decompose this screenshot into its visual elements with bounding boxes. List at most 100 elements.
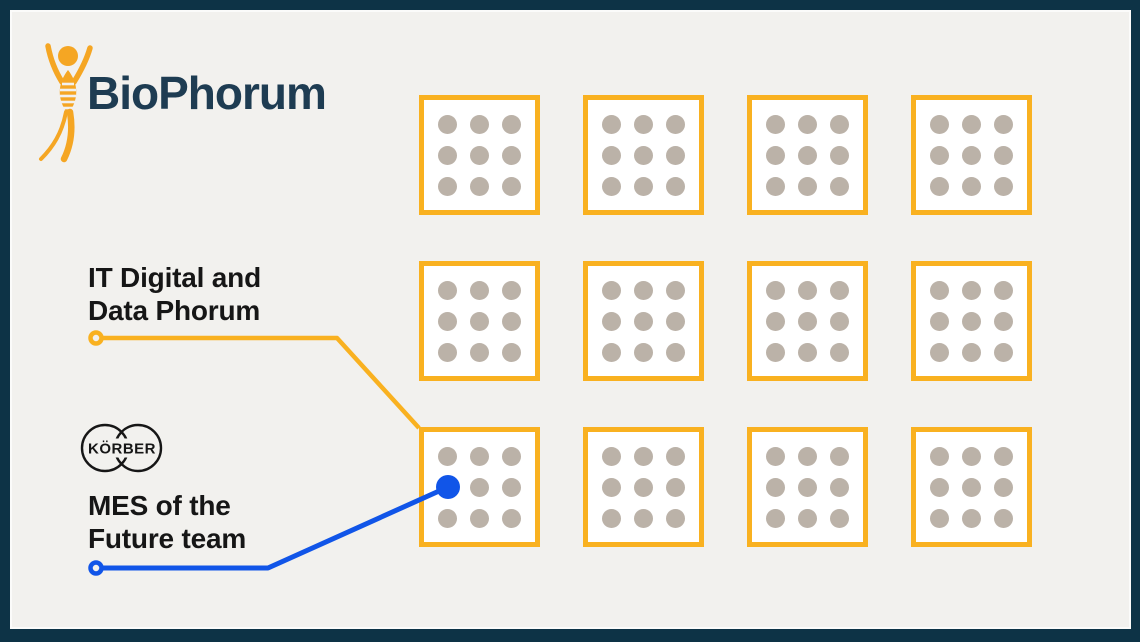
member-dot — [470, 176, 489, 196]
member-dot — [930, 311, 949, 331]
member-dot — [830, 477, 849, 497]
phorum-square — [747, 427, 868, 547]
callout-it-digital-line1: IT Digital and — [88, 262, 261, 293]
member-dot — [470, 114, 489, 134]
member-dot — [502, 176, 521, 196]
member-dot — [962, 311, 981, 331]
member-dot — [666, 446, 685, 466]
member-dot — [502, 477, 521, 497]
member-dot — [798, 114, 817, 134]
member-dot — [666, 280, 685, 300]
member-dot — [962, 342, 981, 362]
member-dot — [438, 508, 457, 528]
phorum-square — [747, 261, 868, 381]
phorum-square — [583, 261, 704, 381]
member-dot — [830, 176, 849, 196]
member-dot — [438, 176, 457, 196]
korber-infinity-icon: KÖRBER — [80, 423, 163, 473]
phorum-square — [747, 95, 868, 215]
member-dot — [798, 145, 817, 165]
member-dot — [930, 114, 949, 134]
member-dot — [438, 280, 457, 300]
member-dot — [438, 477, 457, 497]
member-dot — [502, 342, 521, 362]
member-dot — [602, 446, 621, 466]
member-dot — [766, 145, 785, 165]
member-dot — [962, 477, 981, 497]
phorum-square — [911, 261, 1032, 381]
member-dot — [470, 145, 489, 165]
member-dot — [930, 508, 949, 528]
member-dot — [470, 508, 489, 528]
member-dot — [602, 145, 621, 165]
member-dot — [634, 342, 653, 362]
member-dot — [634, 311, 653, 331]
member-dot — [766, 446, 785, 466]
member-dot — [994, 176, 1013, 196]
member-dot — [666, 311, 685, 331]
member-dot — [438, 145, 457, 165]
member-dot — [830, 446, 849, 466]
member-dot — [798, 342, 817, 362]
member-dot — [634, 477, 653, 497]
member-dot — [602, 508, 621, 528]
member-dot — [930, 446, 949, 466]
member-dot — [634, 145, 653, 165]
callout-mes-line1: MES of the — [88, 490, 231, 521]
member-dot — [602, 280, 621, 300]
member-dot — [830, 280, 849, 300]
member-dot — [962, 114, 981, 134]
member-dot — [994, 477, 1013, 497]
member-dot — [438, 114, 457, 134]
member-dot — [470, 446, 489, 466]
member-dot — [798, 508, 817, 528]
member-dot — [930, 342, 949, 362]
member-dot — [962, 508, 981, 528]
member-dot — [930, 280, 949, 300]
callout-mes: MES of the Future team — [88, 490, 246, 556]
member-dot — [666, 176, 685, 196]
member-dot — [470, 342, 489, 362]
brand-wordmark: BioPhorum — [87, 67, 327, 119]
member-dot — [666, 342, 685, 362]
member-dot — [502, 280, 521, 300]
member-dot — [666, 145, 685, 165]
member-dot — [962, 280, 981, 300]
member-dot — [962, 176, 981, 196]
member-dot — [962, 446, 981, 466]
member-dot — [830, 145, 849, 165]
phorum-square — [419, 427, 540, 547]
phorum-square — [911, 427, 1032, 547]
member-dot — [602, 477, 621, 497]
member-dot — [666, 114, 685, 134]
member-dot — [798, 280, 817, 300]
member-dot — [830, 311, 849, 331]
member-dot — [766, 176, 785, 196]
member-dot — [766, 342, 785, 362]
member-dot — [830, 114, 849, 134]
member-dot — [830, 342, 849, 362]
phorum-square — [583, 427, 704, 547]
member-dot — [438, 342, 457, 362]
member-dot — [438, 446, 457, 466]
member-dot — [438, 311, 457, 331]
phorum-grid — [419, 95, 1032, 547]
member-dot — [502, 311, 521, 331]
member-dot — [634, 176, 653, 196]
member-dot — [634, 114, 653, 134]
member-dot — [962, 145, 981, 165]
member-dot — [666, 508, 685, 528]
member-dot — [666, 477, 685, 497]
member-dot — [634, 280, 653, 300]
member-dot — [766, 280, 785, 300]
member-dot — [766, 508, 785, 528]
member-dot — [470, 311, 489, 331]
member-dot — [502, 114, 521, 134]
member-dot — [502, 145, 521, 165]
member-dot — [994, 280, 1013, 300]
member-dot — [502, 508, 521, 528]
member-dot — [634, 508, 653, 528]
member-dot — [994, 145, 1013, 165]
member-dot — [766, 114, 785, 134]
